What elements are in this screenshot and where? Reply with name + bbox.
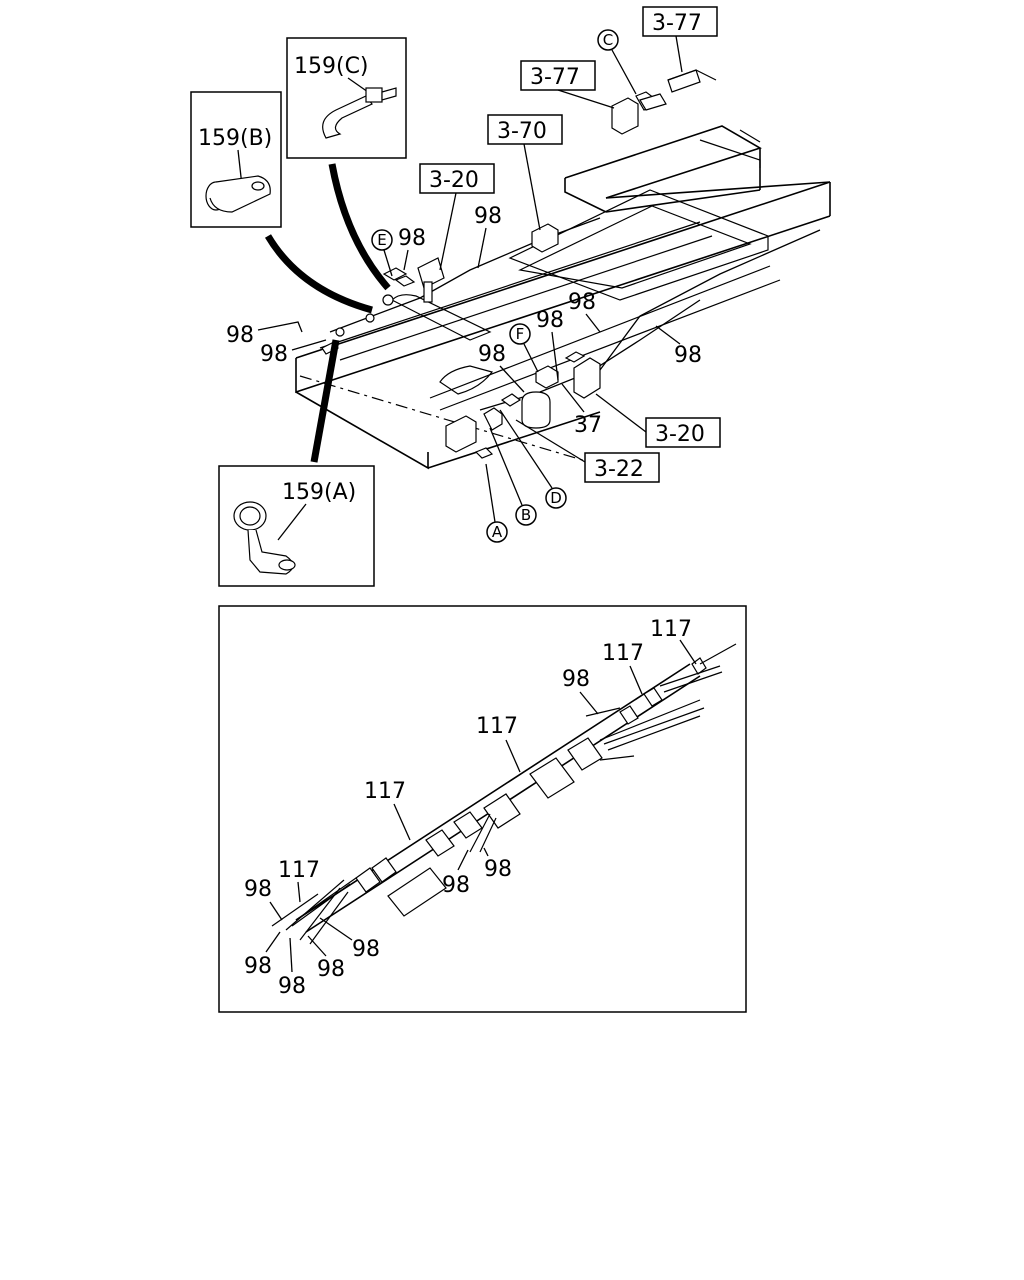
- harness-detail: 117 117 117 117 117 98 98 98 98 98 98 98…: [218, 605, 747, 1013]
- ref-3-77-left: 3-77: [530, 65, 580, 90]
- chassis-frame: [295, 125, 831, 471]
- label-98-left1: 98: [226, 323, 254, 348]
- label-98-e: 98: [398, 226, 426, 251]
- ref-3-77-top: 3-77: [652, 11, 702, 36]
- inset-label-159b: 159(B): [198, 126, 272, 151]
- reference-boxes: 3-77 3-77 3-70 3-20 3-20 3-22: [419, 6, 721, 483]
- label-98-top: 98: [474, 204, 502, 229]
- inset-159b: 159(B): [190, 91, 282, 228]
- label-98-a: 98: [562, 667, 590, 692]
- inset-label-159a: 159(A): [282, 480, 356, 505]
- circle-markers: C E F D B A: [371, 29, 637, 543]
- label-117-a: 117: [650, 617, 692, 642]
- label-117-e: 117: [278, 858, 320, 883]
- label-98-e: 98: [352, 937, 380, 962]
- label-98-d: 98: [244, 877, 272, 902]
- label-98-f: 98: [244, 954, 272, 979]
- ref-3-70: 3-70: [497, 119, 547, 144]
- inset-159c: 159(C): [286, 37, 407, 159]
- label-98-b: 98: [442, 873, 470, 898]
- ref-3-22: 3-22: [594, 457, 644, 482]
- label-117-c: 117: [476, 714, 518, 739]
- inset-label-159c: 159(C): [294, 54, 369, 79]
- frame-parts: [321, 69, 717, 459]
- ref-3-20-top: 3-20: [429, 168, 479, 193]
- marker-d: D: [550, 489, 562, 507]
- marker-f: F: [516, 325, 525, 343]
- label-117-b: 117: [602, 641, 644, 666]
- label-98-g: 98: [317, 957, 345, 982]
- marker-a: A: [492, 523, 503, 541]
- label-98-right: 98: [674, 343, 702, 368]
- upper-part-labels: 98 98 98 98 98 98 98 98 37: [226, 204, 702, 438]
- inset-callouts: [264, 163, 391, 463]
- marker-e: E: [377, 231, 386, 249]
- label-98-center: 98: [568, 290, 596, 315]
- label-98-f: 98: [536, 308, 564, 333]
- label-98-mid: 98: [478, 342, 506, 367]
- label-98-c: 98: [484, 857, 512, 882]
- inset-159a: 159(A): [218, 465, 375, 587]
- ref-3-20-right: 3-20: [655, 422, 705, 447]
- label-98-h: 98: [278, 974, 306, 999]
- marker-c: C: [603, 31, 613, 49]
- label-98-left2: 98: [260, 342, 288, 367]
- label-37: 37: [574, 413, 602, 438]
- marker-b: B: [521, 506, 531, 524]
- label-117-d: 117: [364, 779, 406, 804]
